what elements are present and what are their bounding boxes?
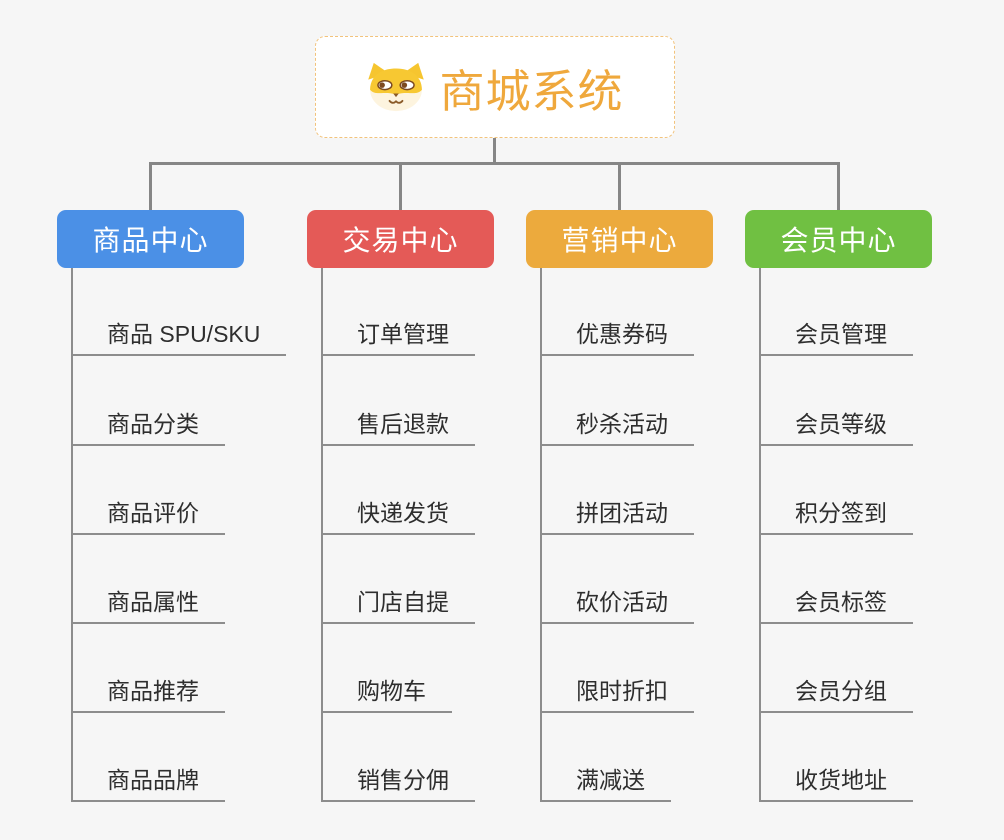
- leaf-node[interactable]: 购物车: [322, 678, 452, 713]
- branch-label: 营销中心: [561, 225, 678, 256]
- leaf-node[interactable]: 门店自提: [322, 589, 475, 624]
- leaf-node[interactable]: 会员管理: [760, 321, 913, 356]
- leaf-node[interactable]: 满减送: [541, 767, 671, 802]
- root-node[interactable]: 商城系统: [315, 36, 675, 138]
- branch-label: 交易中心: [342, 225, 459, 256]
- connector-drop-members: [837, 162, 840, 210]
- connector-root-stub: [493, 138, 496, 164]
- leaf-node[interactable]: 商品评价: [72, 500, 225, 535]
- leaf-node[interactable]: 优惠券码: [541, 321, 694, 356]
- leaf-node[interactable]: 快递发货: [322, 500, 475, 535]
- branch-label: 商品中心: [92, 225, 209, 256]
- leaf-node[interactable]: 会员标签: [760, 589, 913, 624]
- leaf-node[interactable]: 售后退款: [322, 411, 475, 446]
- leaf-node[interactable]: 商品属性: [72, 589, 225, 624]
- root-title: 商城系统: [439, 65, 624, 117]
- connector-trunk-marketing: [540, 268, 542, 802]
- leaf-node[interactable]: 商品品牌: [72, 767, 225, 802]
- connector-trunk-products: [71, 268, 73, 802]
- branch-label: 会员中心: [780, 225, 897, 256]
- branch-box-marketing[interactable]: 营销中心: [526, 210, 713, 268]
- connector-trunk-trade: [321, 268, 323, 802]
- branch-box-members[interactable]: 会员中心: [745, 210, 932, 268]
- leaf-node[interactable]: 商品 SPU/SKU: [72, 321, 287, 356]
- leaf-node[interactable]: 商品推荐: [72, 678, 225, 713]
- branch-box-products[interactable]: 商品中心: [57, 210, 244, 268]
- connector-drop-trade: [399, 162, 402, 210]
- leaf-node[interactable]: 拼团活动: [541, 500, 694, 535]
- connector-drop-products: [149, 162, 152, 210]
- connector-drop-marketing: [618, 162, 621, 210]
- leaf-node[interactable]: 收货地址: [760, 767, 913, 802]
- leaf-node[interactable]: 会员分组: [760, 678, 913, 713]
- leaf-node[interactable]: 积分签到: [760, 500, 913, 535]
- branch-box-trade[interactable]: 交易中心: [307, 210, 494, 268]
- connector-horizontal-bar: [149, 162, 840, 165]
- shiba-dog-icon: [368, 62, 425, 112]
- leaf-node[interactable]: 砍价活动: [541, 589, 694, 624]
- leaf-node[interactable]: 销售分佣: [322, 767, 475, 802]
- leaf-node[interactable]: 订单管理: [322, 321, 475, 356]
- leaf-node[interactable]: 商品分类: [72, 411, 225, 446]
- leaf-node[interactable]: 限时折扣: [541, 678, 694, 713]
- connector-trunk-members: [759, 268, 761, 802]
- leaf-node[interactable]: 秒杀活动: [541, 411, 694, 446]
- leaf-node[interactable]: 会员等级: [760, 411, 913, 446]
